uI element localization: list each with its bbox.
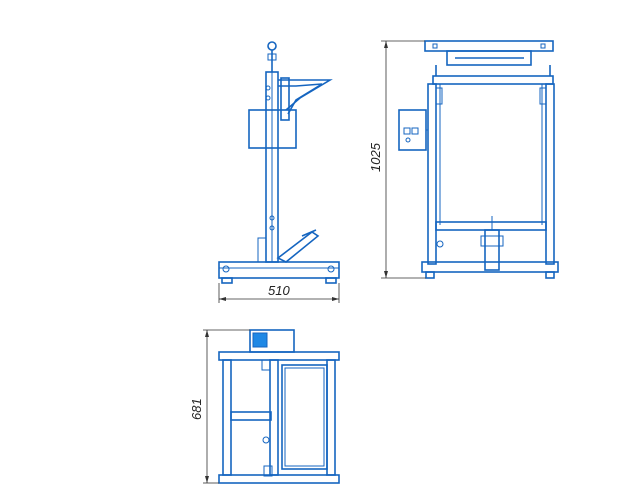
- top-back-bar: [218, 474, 340, 484]
- top-depth-label: 681: [189, 398, 204, 420]
- front-foot-right: [545, 271, 555, 279]
- front-upper-crossbar: [432, 75, 554, 85]
- side-width-label: 510: [268, 283, 290, 298]
- front-base: [421, 261, 559, 273]
- side-base-frame: [218, 261, 340, 279]
- front-foot-left: [425, 271, 435, 279]
- front-top-bar: [424, 40, 554, 52]
- front-lower-crossbar: [435, 221, 547, 231]
- side-top-knob: [267, 41, 277, 51]
- front-height-label: 1025: [368, 142, 383, 172]
- side-foot-right: [325, 277, 337, 284]
- top-right-rail: [326, 359, 336, 476]
- top-center-column: [269, 359, 279, 476]
- top-left-rail: [222, 359, 232, 476]
- side-pedal: [276, 231, 320, 263]
- top-platform: [281, 364, 328, 470]
- side-foot-left: [221, 277, 233, 284]
- top-control-panel: [252, 332, 268, 348]
- top-view: 681: [189, 329, 340, 484]
- top-front-bar: [218, 351, 340, 361]
- front-right-post: [545, 83, 555, 265]
- front-view: 1025: [368, 40, 559, 279]
- top-control-box: [249, 329, 295, 353]
- side-view: 510: [218, 41, 340, 303]
- front-left-post: [427, 83, 437, 265]
- side-control-box: [248, 109, 297, 149]
